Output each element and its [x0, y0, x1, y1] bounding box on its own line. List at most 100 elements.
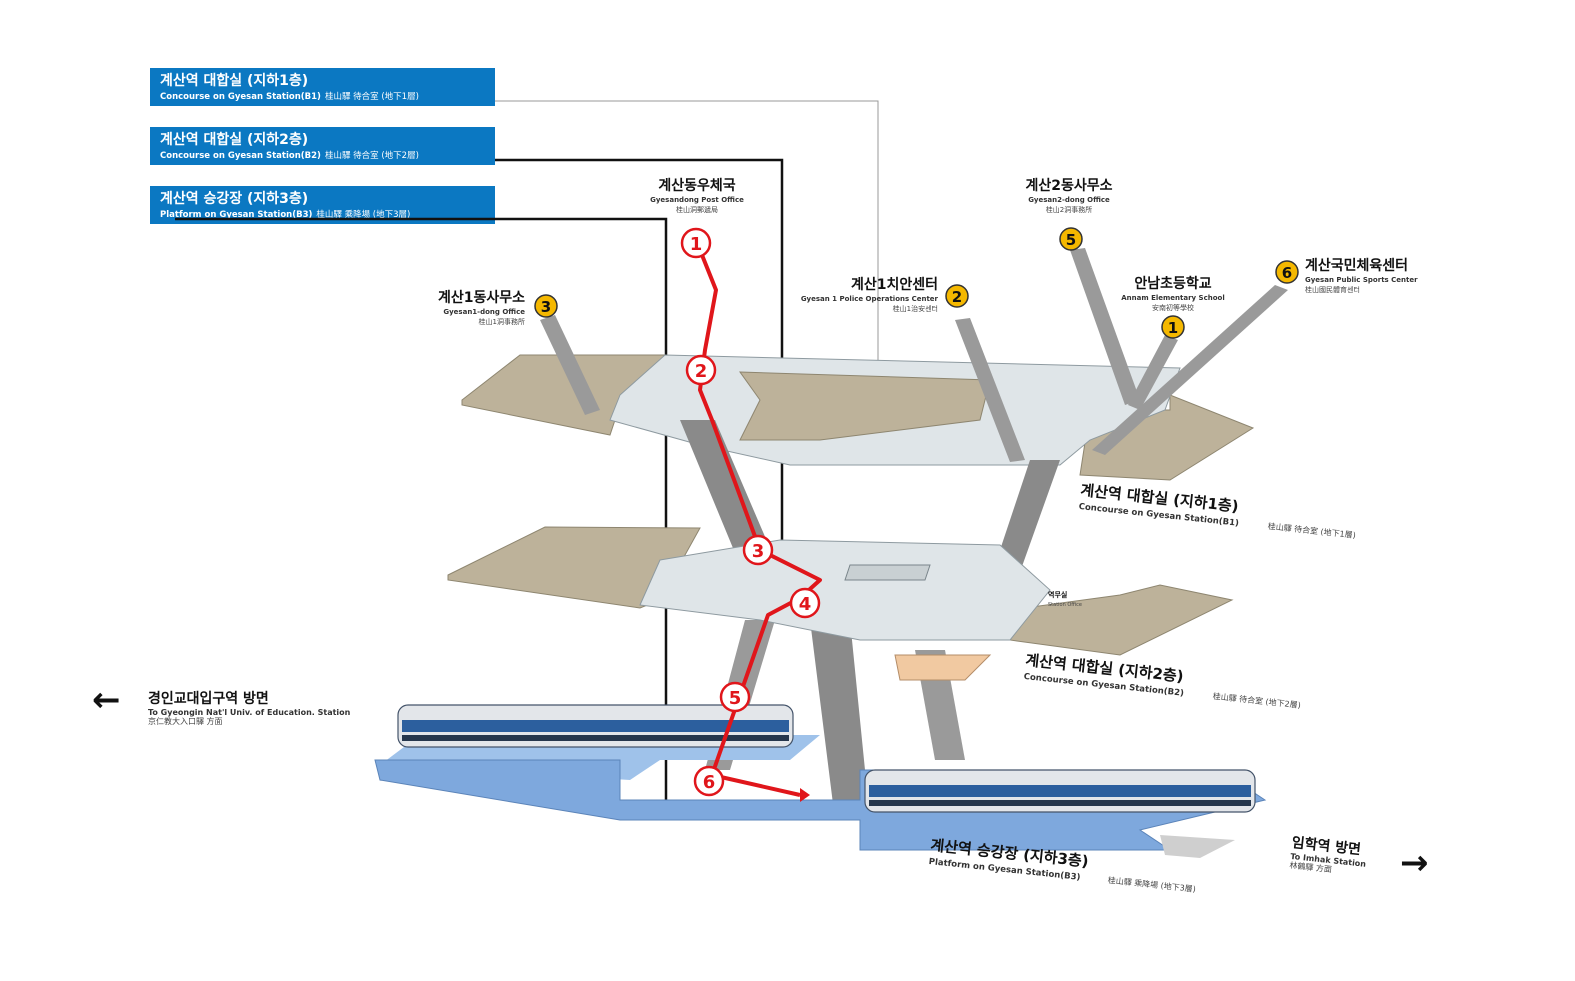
train-left-stripe — [402, 720, 789, 732]
route-step-5-label: 5 — [729, 688, 742, 709]
direction-right: 임학역 방면 To Imhak Station 林鶴驛 方面 — [1289, 832, 1368, 878]
exit-3-han: 桂山1洞事務所 — [479, 317, 525, 326]
route-step-4: 4 — [789, 587, 821, 619]
b2-restroom-area — [894, 654, 992, 681]
escalator-b2-b3 — [810, 620, 870, 820]
exit-5-label: 계산2동사무소 Gyesan2-dong Office 桂山2洞事務所 — [1025, 177, 1112, 214]
exit-1-en: Annam Elementary School — [1121, 294, 1225, 302]
level-b1-han: 桂山驛 待合室 (地下1層) — [1267, 521, 1356, 540]
exit-2-stair — [955, 318, 1025, 462]
exit-3-en: Gyesan1-dong Office — [443, 308, 525, 316]
legend-b3: 계산역 승강장 (지하3층) Platform on Gyesan Statio… — [150, 186, 495, 224]
route-step-1-circle — [680, 227, 712, 259]
exit-6-circle — [1275, 260, 1299, 284]
legend-b3-han: 桂山驛 乘降場 (地下3層) — [316, 210, 411, 220]
route-step-5-circle — [719, 681, 751, 713]
exit-5-badge: 5 — [1059, 227, 1083, 251]
route-step-6: 6 — [693, 765, 725, 797]
train-left — [397, 704, 794, 748]
level-b3-han: 桂山驛 乘降場 (地下3層) — [1107, 875, 1196, 894]
legend-b1-en-text: Concourse on Gyesan Station(B1) — [160, 92, 321, 102]
route-step-2: 2 — [685, 354, 717, 386]
legend-b1-ko: 계산역 대합실 (지하1층) — [160, 73, 309, 89]
exit-3-circle — [534, 294, 558, 318]
route-arrowhead — [800, 788, 810, 802]
post-office-en: Gyesandong Post Office — [650, 196, 744, 204]
exit-6-ko: 계산국민체육센터 — [1305, 257, 1408, 274]
station-office-en: Station Office — [1048, 602, 1082, 608]
leader-line-b1 — [495, 100, 879, 415]
direction-left-ko: 경인교대입구역 방면 — [148, 691, 269, 707]
exit-1-han: 安南初等學校 — [1152, 303, 1194, 312]
exit-1-circle — [1161, 315, 1185, 339]
direction-left-en: To Gyeongin Nat'l Univ. of Education. St… — [148, 708, 351, 717]
exit-1-stair — [1128, 335, 1178, 410]
arrow-right-icon: → — [1400, 843, 1429, 883]
route-step-4-circle — [789, 587, 821, 619]
exit-1-number: 1 — [1168, 319, 1178, 337]
direction-left-han: 京仁教大入口驛 方面 — [148, 717, 223, 726]
exit-1-label: 안남초등학교 Annam Elementary School 安南初等學校 — [1121, 275, 1225, 312]
exit-6-number: 6 — [1282, 264, 1292, 282]
train-left-base — [402, 735, 789, 741]
exit-5-han: 桂山2洞事務所 — [1046, 205, 1092, 214]
legend-b1: 계산역 대합실 (지하1층) Concourse on Gyesan Stati… — [150, 68, 495, 106]
b1-concourse — [461, 354, 1255, 481]
exit-6-han: 桂山國民體育센터 — [1305, 285, 1360, 294]
train-right — [864, 769, 1256, 813]
exit-2-label: 계산1치안센터 Gyesan 1 Police Operations Cente… — [801, 276, 939, 313]
route-step-4-label: 4 — [799, 594, 812, 615]
exit-3-number: 3 — [541, 298, 551, 316]
train-right-stripe — [869, 785, 1251, 797]
exit-2-number: 2 — [952, 288, 962, 306]
exit-5-stair — [1070, 248, 1140, 405]
route-step-1-label: 1 — [690, 234, 703, 255]
route-step-3-circle — [742, 534, 774, 566]
train-right-base — [869, 800, 1251, 806]
route-step-2-circle — [685, 354, 717, 386]
exit-5-en: Gyesan2-dong Office — [1028, 196, 1110, 204]
legend-b3-en: Platform on Gyesan Station(B3)桂山驛 乘降場 (地… — [160, 208, 410, 220]
exit-5-number: 5 — [1066, 231, 1076, 249]
exit-1-badge: 1 — [1161, 315, 1185, 339]
legend-b2-en: Concourse on Gyesan Station(B2)桂山驛 待合室 (… — [160, 149, 419, 161]
route-step-3-label: 3 — [752, 541, 765, 562]
arrow-left-icon: ← — [92, 680, 121, 720]
route-step-5: 5 — [719, 681, 751, 713]
exit-6-en: Gyesan Public Sports Center — [1305, 276, 1418, 284]
b3-platform-end — [1160, 835, 1235, 858]
legend-b1-en: Concourse on Gyesan Station(B1)桂山驛 待合室 (… — [160, 90, 419, 102]
route-step-6-label: 6 — [703, 772, 716, 793]
exit-1-ko: 안남초등학교 — [1134, 275, 1211, 292]
exit-3-ko: 계산1동사무소 — [438, 289, 525, 306]
route-step-6-circle — [693, 765, 725, 797]
b2-concourse — [447, 526, 1234, 681]
exit-3-stair — [540, 315, 600, 415]
b2-concourse-floor — [639, 539, 1051, 641]
post-office-han: 桂山洞郵遞局 — [676, 205, 718, 214]
exit-6-stair — [1092, 285, 1288, 455]
route-step-1: 1 — [680, 227, 712, 259]
station-office-ko: 역무실 — [1048, 590, 1067, 599]
legend-b2: 계산역 대합실 (지하2층) Concourse on Gyesan Stati… — [150, 127, 495, 165]
legend-b2-en-text: Concourse on Gyesan Station(B2) — [160, 151, 321, 161]
route-step-2-label: 2 — [695, 361, 708, 382]
legend-b3-ko: 계산역 승강장 (지하3층) — [160, 191, 309, 207]
exit-6-label: 계산국민체육센터 Gyesan Public Sports Center 桂山國… — [1305, 257, 1418, 294]
level-b2-han: 桂山驛 待合室 (地下2層) — [1212, 691, 1301, 710]
exit-5-ko: 계산2동사무소 — [1025, 177, 1112, 194]
exit-6-badge: 6 — [1275, 260, 1299, 284]
direction-left: 경인교대입구역 방면 To Gyeongin Nat'l Univ. of Ed… — [148, 688, 350, 726]
post-office-ko: 계산동우체국 — [658, 177, 735, 194]
exit-2-badge: 2 — [945, 284, 969, 308]
legend-b1-han: 桂山驛 待合室 (地下1層) — [324, 92, 419, 102]
exit-2-ko: 계산1치안센터 — [851, 276, 938, 293]
exit-2-en: Gyesan 1 Police Operations Center — [801, 295, 939, 303]
exit-5-circle — [1059, 227, 1083, 251]
level-b2-label: 계산역 대합실 (지하2층) Concourse on Gyesan Stati… — [1023, 651, 1301, 710]
exit-2-circle — [945, 284, 969, 308]
legend-b3-en-text: Platform on Gyesan Station(B3) — [160, 210, 313, 220]
legend-b2-han: 桂山驛 待合室 (地下2層) — [324, 151, 419, 161]
